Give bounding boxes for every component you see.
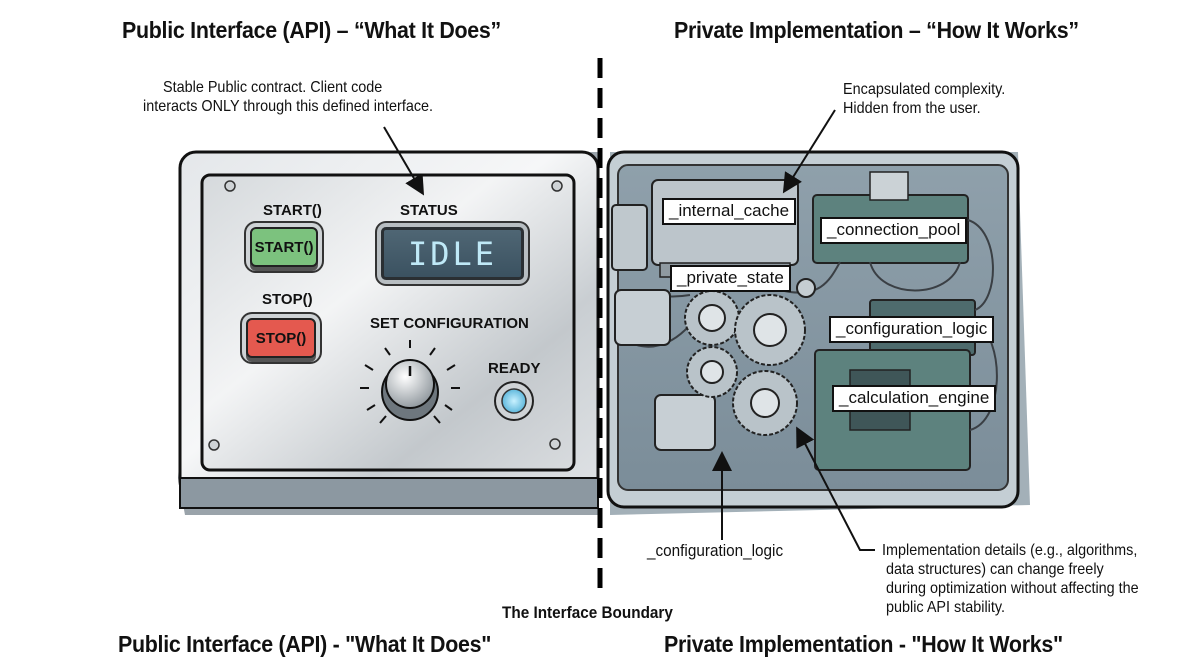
tag-connection-pool: _connection_pool bbox=[820, 217, 968, 244]
arrow-to-internal-cache bbox=[782, 109, 836, 194]
ready-label: READY bbox=[488, 360, 541, 377]
impl-details-line4: public API stability. bbox=[886, 599, 1005, 616]
gear-icons bbox=[684, 290, 806, 436]
screw-icons bbox=[208, 180, 563, 451]
encapsulated-note-line2: Hidden from the user. bbox=[843, 100, 981, 117]
tag-internal-cache: _internal_cache bbox=[662, 198, 797, 225]
arrow-to-gears bbox=[796, 426, 875, 551]
dial-scale bbox=[360, 340, 460, 424]
tag-private-state: _private_state bbox=[670, 265, 791, 292]
public-contract-note-line2: interacts ONLY through this defined inte… bbox=[143, 98, 434, 115]
start-label: START() bbox=[263, 202, 322, 219]
stop-button[interactable]: STOP() bbox=[246, 318, 316, 358]
knob-icon[interactable] bbox=[381, 359, 439, 421]
public-heading-top: Public Interface (API) – “What It Does” bbox=[122, 17, 501, 43]
stop-label: STOP() bbox=[262, 291, 313, 308]
impl-details-line3: during optimization without affecting th… bbox=[886, 580, 1139, 597]
tag-configuration-logic: _configuration_logic bbox=[829, 316, 995, 343]
impl-details-line2: data structures) can change freely bbox=[886, 561, 1104, 578]
public-heading-bottom: Public Interface (API) - "What It Does" bbox=[118, 631, 492, 657]
tag-calculation-engine: _calculation_engine bbox=[832, 385, 997, 412]
start-button[interactable]: START() bbox=[250, 227, 318, 267]
impl-details-line1: Implementation details (e.g., algorithms… bbox=[882, 542, 1138, 559]
interface-boundary-label: The Interface Boundary bbox=[502, 603, 673, 622]
status-display: IDLE bbox=[381, 227, 524, 280]
motor-icon bbox=[614, 289, 671, 346]
public-device bbox=[178, 150, 600, 515]
ready-led-icon bbox=[494, 381, 534, 421]
set-configuration-label: SET CONFIGURATION bbox=[370, 315, 529, 332]
status-label: STATUS bbox=[400, 202, 458, 219]
arrow-to-status bbox=[383, 126, 425, 196]
private-heading-top: Private Implementation – “How It Works” bbox=[674, 17, 1079, 43]
public-contract-note-line1: Stable Public contract. Client code bbox=[163, 79, 383, 96]
private-heading-bottom: Private Implementation - "How It Works" bbox=[664, 631, 1063, 657]
motor-icon bbox=[654, 394, 716, 451]
encapsulated-note-line1: Encapsulated complexity. bbox=[843, 81, 1006, 98]
configuration-logic-callout: _configuration_logic bbox=[647, 541, 784, 560]
